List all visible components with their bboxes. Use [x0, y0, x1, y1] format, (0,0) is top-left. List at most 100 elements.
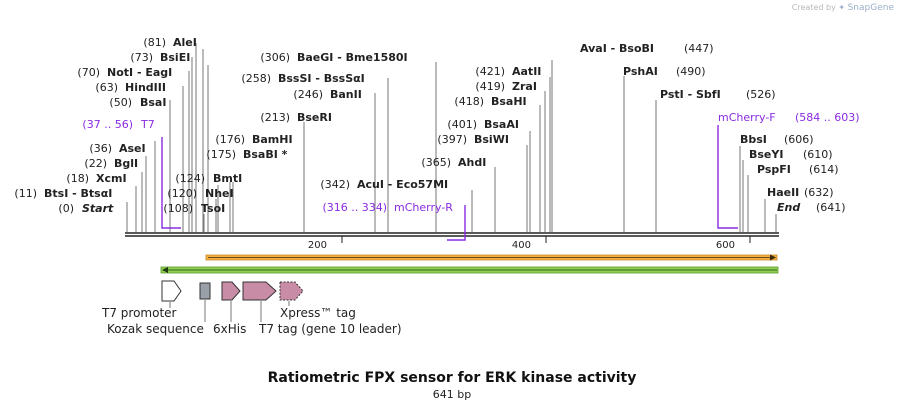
- primer-mcherry-r-range: (316 .. 334): [322, 201, 387, 214]
- feature-label-t7-tag: T7 tag (gene 10 leader): [258, 322, 402, 336]
- site-pos-noti: (70): [77, 66, 100, 79]
- site-name-pshai: PshAI: [623, 65, 658, 78]
- site-pos-acui: (342): [320, 178, 350, 191]
- site-pos-aatii: (421): [475, 65, 505, 78]
- site-pos-asei: (36): [89, 142, 112, 155]
- ruler-ticks: 200 400 600: [308, 236, 751, 251]
- site-name-psti: PstI - SbfI: [660, 88, 721, 101]
- primer-mcherry-f-arrow: [717, 125, 738, 229]
- site-name-bseyi: BseYI: [749, 148, 783, 161]
- site-pos-haeii: (632): [804, 186, 834, 199]
- watermark-brand: SnapGene: [847, 3, 894, 13]
- site-name-bsai: BsaI: [140, 96, 166, 109]
- 6xhis-glyph: [221, 281, 241, 301]
- primer-mcherry-r-name: mCherry-R: [394, 201, 453, 214]
- map-title: Ratiometric FPX sensor for ERK kinase ac…: [267, 370, 637, 386]
- watermark-created-by: Created by: [791, 3, 836, 12]
- feature-label-kozak: Kozak sequence: [107, 322, 204, 336]
- site-pos-bmti: (124): [175, 172, 205, 185]
- site-pos-bsiwi: (397): [437, 133, 467, 146]
- site-name-xcmi: XcmI: [96, 172, 127, 185]
- primer-mcherry-f-range: (584 .. 603): [795, 111, 860, 124]
- site-pos-avai: (447): [684, 42, 714, 55]
- site-name-bamhi: BamHI: [252, 133, 293, 146]
- site-name-nhei: NheI: [205, 187, 234, 200]
- feature-bar-orange: [205, 254, 778, 261]
- site-pos-bsai: (50): [109, 96, 132, 109]
- site-name-bsabi: BsaBI *: [243, 148, 288, 161]
- site-name-aatii: AatII: [512, 65, 541, 78]
- feature-label-xpress-tag: Xpress™ tag: [280, 306, 356, 320]
- site-name-bsaai: BsaAI: [484, 118, 519, 131]
- site-name-baegi: BaeGI - Bme1580I: [297, 51, 408, 64]
- map-length: 641 bp: [432, 388, 472, 401]
- site-pos-bsahi: (418): [454, 95, 484, 108]
- t7-promoter-glyph: [161, 280, 182, 302]
- primer-mcherry-f-name: mCherry-F: [718, 111, 776, 124]
- site-name-pspfi: PspFI: [757, 163, 791, 176]
- site-pos-bsabi: (175): [206, 148, 236, 161]
- site-name-end: End: [777, 201, 800, 214]
- site-pos-bseyi: (610): [803, 148, 833, 161]
- site-pos-end: (641): [816, 201, 846, 214]
- site-name-banii: BanII: [330, 88, 362, 101]
- feature-leaders: [169, 300, 290, 322]
- site-pos-bsaai: (401): [447, 118, 477, 131]
- site-pos-baegi: (306): [260, 51, 290, 64]
- site-name-acui: AcuI - Eco57MI: [357, 178, 448, 191]
- feature-label-t7-promoter: T7 promoter: [101, 306, 177, 320]
- xpress-tag-glyph: [279, 281, 304, 301]
- ruler-label-200: 200: [308, 240, 327, 251]
- site-pos-bamhi: (176): [215, 133, 245, 146]
- ruler-label-600: 600: [716, 240, 735, 251]
- site-name-bmti: BmtI: [213, 172, 242, 185]
- site-pos-bseri: (213): [260, 111, 290, 124]
- site-pos-psti: (526): [746, 88, 776, 101]
- site-name-bbsi: BbsI: [740, 133, 767, 146]
- site-pos-nhei: (120): [167, 187, 197, 200]
- site-pos-pspfi: (614): [809, 163, 839, 176]
- site-name-btsi: BtsI - BtsαI: [44, 187, 112, 200]
- site-pos-bsiei: (73): [130, 51, 153, 64]
- feature-label-6xhis: 6xHis: [213, 322, 246, 336]
- primer-t7-name: T7: [140, 118, 155, 131]
- site-name-bsssi: BssSI - BssSαI: [278, 72, 365, 85]
- site-name-bsiwi: BsiWI: [474, 133, 509, 146]
- site-pos-pshai: (490): [676, 65, 706, 78]
- site-pos-banii: (246): [293, 88, 323, 101]
- site-pos-alei: (81): [143, 36, 166, 49]
- site-name-ahdi: AhdI: [458, 156, 486, 169]
- site-name-hindiii: HindIII: [125, 81, 166, 94]
- site-pos-bbsi: (606): [784, 133, 814, 146]
- primer-mcherry-r-arrow: [447, 205, 466, 241]
- snapgene-watermark: Created by ✦ SnapGene: [792, 3, 894, 13]
- site-pos-bsssi: (258): [241, 72, 271, 85]
- site-lines: [126, 43, 777, 232]
- site-name-alei: AleI: [173, 36, 197, 49]
- site-name-bseri: BseRI: [297, 111, 332, 124]
- site-pos-bgli: (22): [84, 157, 107, 170]
- site-name-tsoi: TsoI: [201, 202, 225, 215]
- site-name-start: Start: [82, 202, 114, 215]
- snapgene-logo-icon: ✦: [838, 3, 846, 12]
- site-pos-start: (0): [58, 202, 74, 215]
- site-name-bsiei: BsiEI: [160, 51, 190, 64]
- site-pos-zrai: (419): [475, 80, 505, 93]
- t7-tag-glyph: [242, 281, 277, 301]
- site-pos-btsi: (11): [14, 187, 37, 200]
- site-name-avai: AvaI - BsoBI: [580, 42, 654, 55]
- site-pos-xcmi: (18): [66, 172, 89, 185]
- ruler-label-400: 400: [512, 240, 531, 251]
- site-pos-tsoi: (108): [163, 202, 193, 215]
- site-name-noti: NotI - EagI: [107, 66, 172, 79]
- primer-t7-arrow: [161, 137, 181, 229]
- site-name-zrai: ZraI: [512, 80, 537, 93]
- site-name-bsahi: BsaHI: [491, 95, 527, 108]
- kozak-sequence-glyph: [199, 282, 211, 300]
- site-name-asei: AseI: [119, 142, 146, 155]
- site-name-haeii: HaeII: [767, 186, 799, 199]
- primer-t7-range: (37 .. 56): [82, 118, 133, 131]
- site-pos-hindiii: (63): [95, 81, 118, 94]
- site-pos-ahdi: (365): [421, 156, 451, 169]
